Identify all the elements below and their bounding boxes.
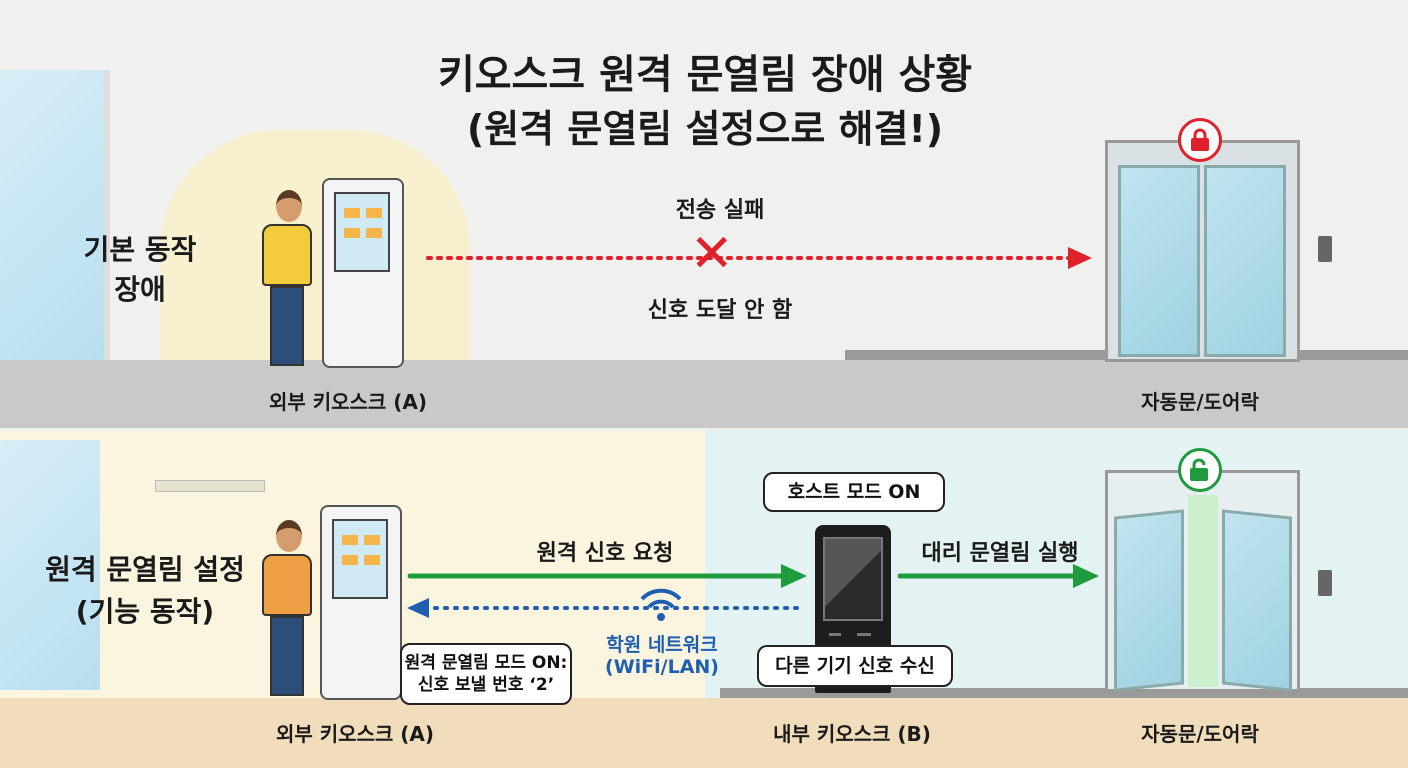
lock-icon bbox=[1178, 118, 1222, 162]
kiosk-a-icon bbox=[320, 505, 402, 700]
person-icon bbox=[258, 520, 338, 700]
red-x-icon: ✕ bbox=[690, 224, 734, 284]
fail-label: 전송 실패 bbox=[675, 198, 765, 223]
person-icon bbox=[258, 190, 338, 370]
network-return-arrow bbox=[407, 598, 805, 618]
top-door-label: 자동문/도어락 bbox=[1141, 390, 1259, 414]
door-button-panel bbox=[1318, 570, 1332, 596]
kiosk-a-bubble-line1: 원격 문열림 모드 ON: bbox=[404, 652, 568, 673]
window-decor bbox=[0, 440, 100, 690]
top-kiosk-label: 외부 키오스크 (A) bbox=[268, 390, 428, 414]
title-line2: (원격 문열림 설정으로 해결!) bbox=[466, 107, 944, 151]
request-label: 원격 신호 요청 bbox=[536, 541, 674, 566]
door-button-panel bbox=[1318, 236, 1332, 262]
top-section-label-1: 기본 동작 bbox=[83, 233, 197, 266]
host-mode-bubble: 호스트 모드 ON bbox=[763, 472, 945, 512]
receive-bubble: 다른 기기 신호 수신 bbox=[757, 645, 953, 687]
kiosk-a-icon bbox=[322, 178, 404, 368]
receive-text: 다른 기기 신호 수신 bbox=[775, 654, 935, 677]
title-line1: 키오스크 원격 문열림 장애 상황 bbox=[437, 52, 973, 98]
kiosk-a-bubble: 원격 문열림 모드 ON: 신호 보낼 번호 ‘2’ bbox=[400, 643, 572, 705]
unlocked-lock-icon bbox=[1178, 448, 1222, 492]
host-mode-text: 호스트 모드 ON bbox=[787, 480, 921, 503]
window-decor bbox=[0, 70, 110, 360]
bottom-kiosk-b-label: 내부 키오스크 (B) bbox=[773, 722, 931, 746]
bottom-section-label-2: (기능 동작) bbox=[75, 595, 215, 628]
door-bottom bbox=[1105, 470, 1300, 692]
door-top bbox=[1105, 140, 1300, 362]
bottom-kiosk-a-label: 외부 키오스크 (A) bbox=[275, 722, 435, 746]
ceiling-light bbox=[155, 480, 265, 492]
light-glow bbox=[160, 130, 470, 360]
wifi-icon bbox=[640, 588, 682, 621]
bottom-section-label-1: 원격 문열림 설정 bbox=[45, 553, 245, 586]
floor bbox=[0, 360, 1408, 428]
execute-label: 대리 문열림 실행 bbox=[921, 541, 1079, 566]
kiosk-a-bubble-line2: 신호 보낼 번호 ‘2’ bbox=[417, 675, 555, 695]
top-section-label-2: 장애 bbox=[114, 273, 166, 306]
network-label-2: (WiFi/LAN) bbox=[605, 656, 719, 678]
no-signal-label: 신호 도달 안 함 bbox=[647, 298, 793, 323]
network-label-1: 학원 네트워크 bbox=[606, 634, 718, 656]
floor-line bbox=[720, 688, 1408, 698]
request-arrow bbox=[407, 564, 807, 588]
failed-signal-arrow bbox=[426, 247, 1092, 269]
bottom-door-label: 자동문/도어락 bbox=[1141, 722, 1259, 746]
floor bbox=[0, 698, 1408, 768]
execute-arrow bbox=[897, 564, 1099, 588]
